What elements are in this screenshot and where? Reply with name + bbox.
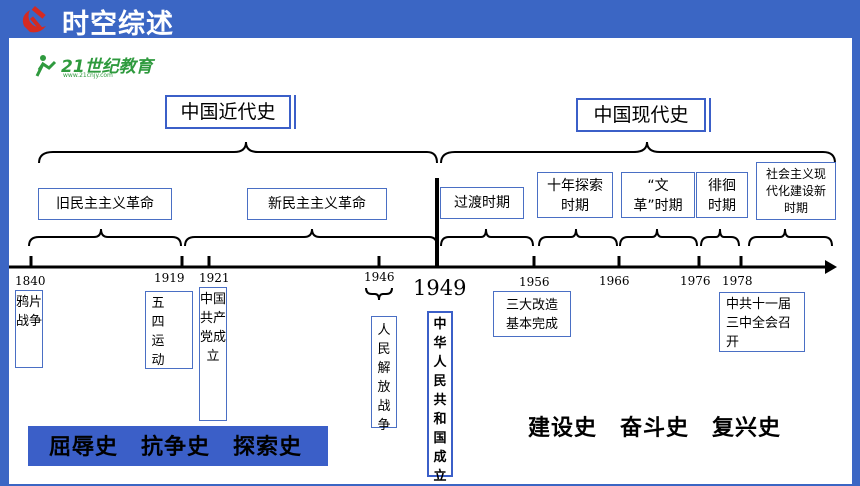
event-third-plenum: 中共十一届三中全会召开 bbox=[719, 292, 805, 352]
brace-old-revolution bbox=[28, 228, 182, 247]
year-1966: 1966 bbox=[599, 274, 630, 288]
event-opium-war: 鸦片战争 bbox=[15, 290, 43, 368]
era-modern-label: 中国近代史 bbox=[165, 95, 291, 129]
new-revolution-label: 新民主主义革命 bbox=[247, 188, 387, 220]
event-cpc-founded: 中国共产党成立 bbox=[199, 287, 227, 421]
timeline-panel: 21世纪教育 www.21cnjy.com bbox=[9, 38, 852, 484]
brand-name: 21世纪教育 bbox=[61, 57, 153, 77]
year-1921: 1921 bbox=[199, 271, 230, 285]
year-1919: 1919 bbox=[154, 271, 185, 285]
event-liberation-war: 人民解放战争 bbox=[371, 316, 397, 433]
year-1976: 1976 bbox=[680, 274, 711, 288]
event-may-fourth: 五四运动 bbox=[145, 291, 193, 369]
band-history-left bbox=[28, 426, 328, 466]
brand-logo: 21世纪教育 www.21cnjy.com bbox=[33, 52, 173, 80]
brace-explore bbox=[538, 228, 618, 247]
brace-contemporary bbox=[440, 141, 836, 164]
year-1946: 1946 bbox=[364, 270, 395, 284]
year-1840: 1840 bbox=[15, 274, 46, 288]
brand-url: www.21cnjy.com bbox=[63, 72, 113, 79]
brace-hesitation bbox=[700, 228, 740, 247]
era-contemporary-label: 中国现代史 bbox=[576, 98, 706, 132]
brace-socialist bbox=[748, 228, 833, 247]
band-history-left-text: 屈辱史 抗争史 探索史 bbox=[49, 434, 303, 460]
header-bar: 时空综述 bbox=[0, 0, 860, 40]
brace-modern bbox=[38, 141, 438, 164]
band-history-right: 建设史 奋斗史 复兴史 bbox=[528, 415, 782, 441]
year-1978: 1978 bbox=[722, 274, 753, 288]
brace-1946 bbox=[365, 287, 393, 301]
brace-transition bbox=[440, 228, 534, 247]
brace-cr bbox=[619, 228, 698, 247]
year-1949: 1949 bbox=[413, 276, 467, 300]
timeline-graphics bbox=[9, 141, 837, 301]
axis-arrow bbox=[825, 260, 837, 274]
old-revolution-label: 旧民主主义革命 bbox=[38, 188, 172, 220]
period-cr: “文革”时期 bbox=[621, 172, 695, 218]
year-1956: 1956 bbox=[519, 275, 550, 289]
event-prc-founded: 中华人民共和国成立 bbox=[427, 311, 453, 484]
period-socialist: 社会主义现代化建设新时期 bbox=[756, 162, 836, 220]
period-transition: 过渡时期 bbox=[440, 187, 524, 219]
hammer-sickle-icon bbox=[22, 5, 46, 33]
period-hesitation: 徘徊时期 bbox=[696, 172, 748, 218]
page-title: 时空综述 bbox=[62, 9, 174, 40]
period-explore: 十年探索时期 bbox=[537, 172, 613, 218]
brace-new-revolution bbox=[184, 228, 438, 247]
event-socialist-transformation: 三大改造基本完成 bbox=[493, 291, 571, 337]
